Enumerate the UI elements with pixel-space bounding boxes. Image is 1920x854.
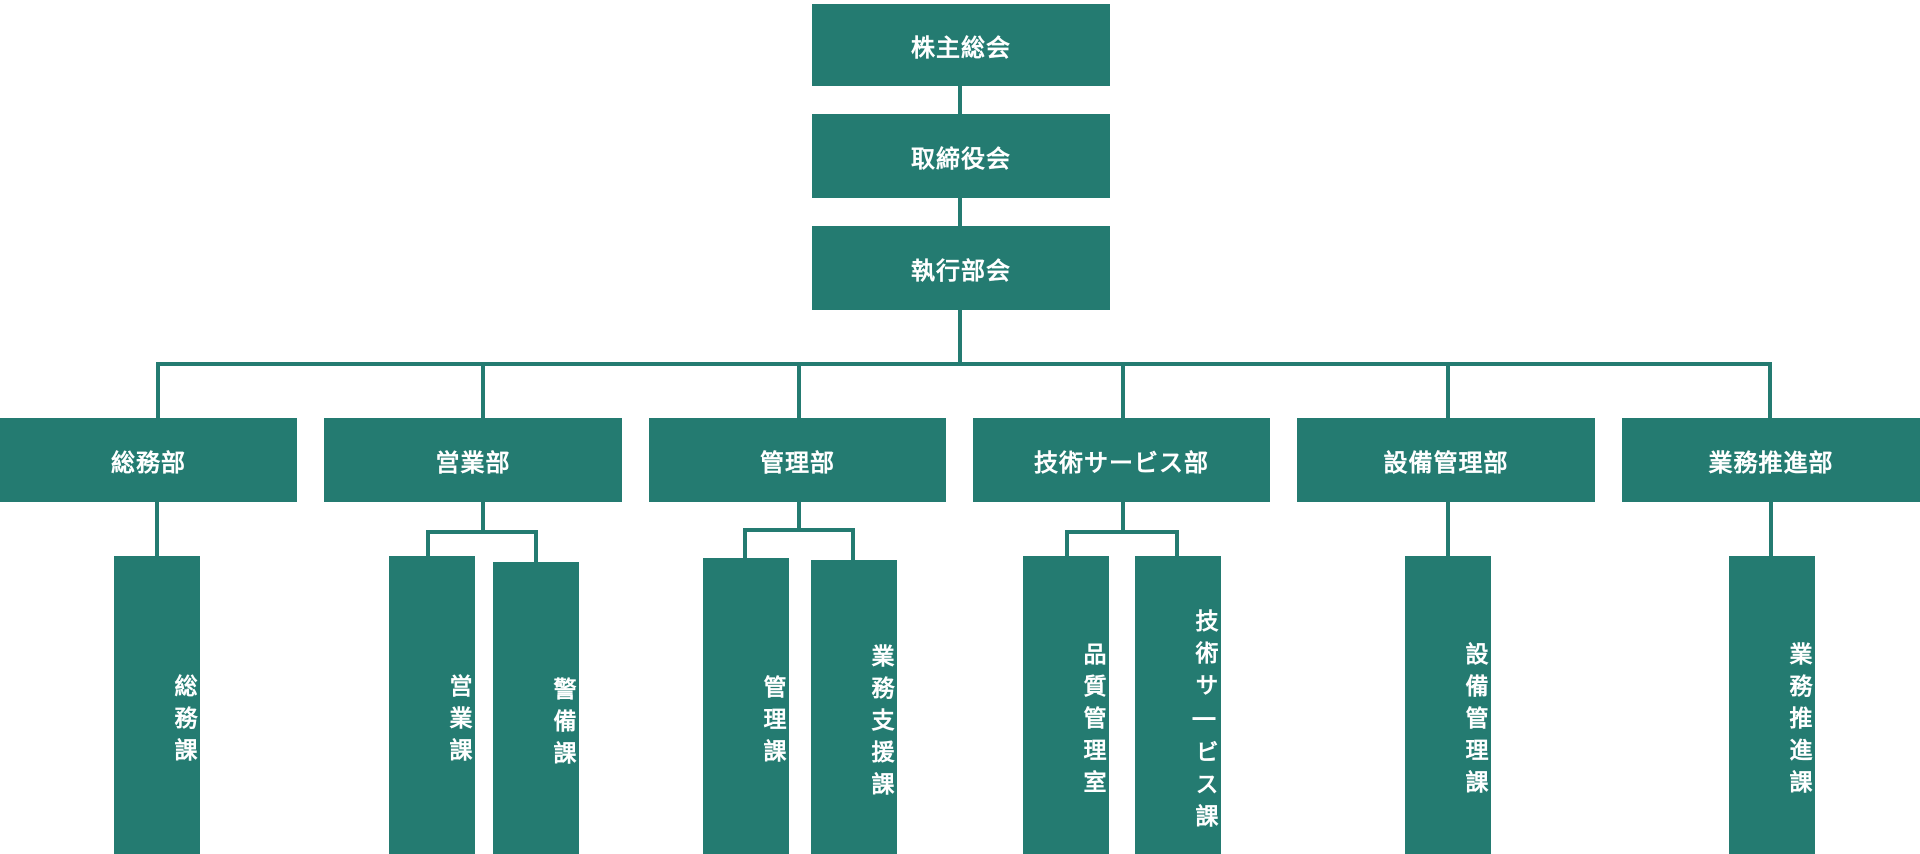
connector-sect-2-left (426, 530, 430, 556)
connector-dept-drop-5 (1446, 362, 1450, 418)
section-technical-service: 技術サ―ビス課 (1135, 556, 1221, 854)
connector-sect-3-left (743, 528, 747, 558)
connector-sect-3-right (851, 528, 855, 560)
section-sales: 営業課 (389, 556, 475, 854)
dept-management: 管理部 (649, 418, 946, 502)
connector-sect-5 (1446, 502, 1450, 556)
connector-sect-2-stem (481, 502, 485, 532)
dept-business-promotion: 業務推進部 (1622, 418, 1920, 502)
connector-sect-3-bus (743, 528, 855, 532)
dept-technical-service: 技術サービス部 (973, 418, 1270, 502)
connector-top-1 (958, 86, 962, 114)
connector-sect-4-left (1065, 530, 1069, 556)
section-business-promotion: 業務推進課 (1729, 556, 1815, 854)
connector-sect-3-stem (797, 502, 801, 530)
section-business-support: 業務支援課 (811, 560, 897, 854)
dept-facility-management: 設備管理部 (1297, 418, 1595, 502)
connector-sect-4-right (1175, 530, 1179, 556)
section-quality-control: 品質管理室 (1023, 556, 1109, 854)
connector-sect-1 (155, 502, 159, 556)
connector-sect-2-bus (426, 530, 538, 534)
connector-trunk (958, 310, 962, 364)
connector-dept-drop-4 (1121, 362, 1125, 418)
section-facility-management: 設備管理課 (1405, 556, 1491, 854)
connector-sect-4-stem (1121, 502, 1125, 532)
section-security: 警備課 (493, 562, 579, 854)
dept-sales: 営業部 (324, 418, 622, 502)
connector-dept-bus (156, 362, 1770, 366)
section-general-affairs: 総務課 (114, 556, 200, 854)
dept-general-affairs: 総務部 (0, 418, 297, 502)
node-shareholders-meeting: 株主総会 (812, 4, 1110, 86)
node-board-of-directors: 取締役会 (812, 114, 1110, 198)
section-management: 管理課 (703, 558, 789, 854)
connector-sect-4-bus (1065, 530, 1179, 534)
connector-dept-drop-6 (1768, 362, 1772, 418)
connector-sect-6 (1769, 502, 1773, 556)
connector-dept-drop-1 (156, 362, 160, 418)
connector-sect-2-right (534, 530, 538, 562)
connector-dept-drop-2 (481, 362, 485, 418)
connector-top-2 (958, 198, 962, 226)
node-executive-committee: 執行部会 (812, 226, 1110, 310)
connector-dept-drop-3 (797, 362, 801, 418)
